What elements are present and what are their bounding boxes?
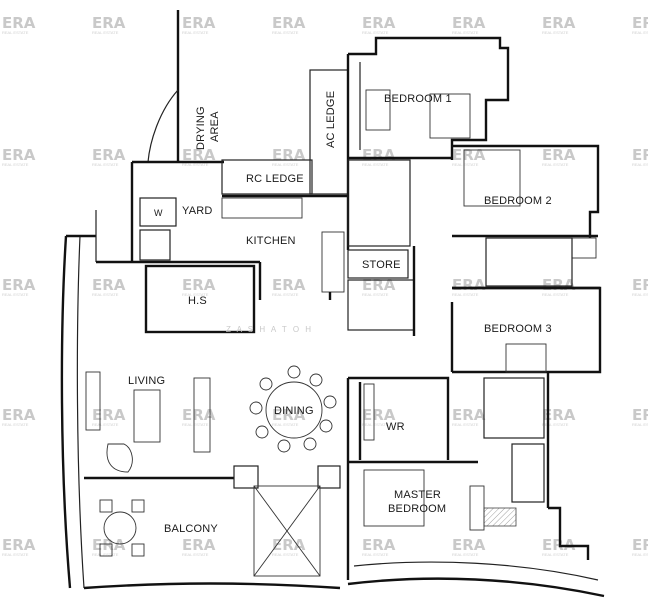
era-watermark-tagline: REAL ESTATE: [632, 292, 648, 297]
era-watermark-tagline: REAL ESTATE: [272, 162, 299, 167]
era-watermark: ERA: [2, 14, 36, 32]
era-watermark: ERA: [362, 14, 396, 32]
era-watermark-tagline: REAL ESTATE: [632, 422, 648, 427]
era-watermark-tagline: REAL ESTATE: [632, 162, 648, 167]
era-watermark: ERA: [632, 14, 648, 32]
era-watermark: ERA: [2, 536, 36, 554]
era-watermark-tagline: REAL ESTATE: [92, 422, 119, 427]
era-watermark: ERA: [452, 536, 486, 554]
era-watermark: ERA: [362, 406, 396, 424]
era-watermark-tagline: REAL ESTATE: [362, 30, 389, 35]
era-watermark-tagline: REAL ESTATE: [362, 422, 389, 427]
era-watermark: ERA: [542, 406, 576, 424]
era-watermark-tagline: REAL ESTATE: [452, 552, 479, 557]
label-ac-ledge: AC LEDGE: [325, 91, 337, 148]
era-watermark-tagline: REAL ESTATE: [2, 422, 29, 427]
era-watermark-tagline: REAL ESTATE: [362, 292, 389, 297]
era-watermark: ERA: [2, 146, 36, 164]
era-watermark: ERA: [182, 536, 216, 554]
era-watermark: ERA: [182, 14, 216, 32]
label-hs: H.S: [188, 295, 207, 307]
era-watermark-tagline: REAL ESTATE: [362, 162, 389, 167]
era-watermark-tagline: REAL ESTATE: [632, 552, 648, 557]
era-watermark: ERA: [2, 406, 36, 424]
era-watermark-tagline: REAL ESTATE: [92, 162, 119, 167]
era-watermark-tagline: REAL ESTATE: [92, 292, 119, 297]
era-watermark-tagline: REAL ESTATE: [92, 30, 119, 35]
era-watermark-tagline: REAL ESTATE: [182, 292, 209, 297]
era-watermark: ERA: [272, 14, 306, 32]
era-watermark-tagline: REAL ESTATE: [362, 552, 389, 557]
era-watermark: ERA: [632, 276, 648, 294]
era-watermark: ERA: [2, 276, 36, 294]
era-watermark: ERA: [542, 276, 576, 294]
era-watermark: ERA: [92, 276, 126, 294]
label-yard: YARD: [182, 205, 213, 217]
era-watermark-tagline: REAL ESTATE: [542, 422, 569, 427]
era-watermark-tagline: REAL ESTATE: [452, 30, 479, 35]
era-watermark-tagline: REAL ESTATE: [182, 422, 209, 427]
era-watermark: ERA: [272, 276, 306, 294]
era-watermark-tagline: REAL ESTATE: [272, 292, 299, 297]
era-watermark-tagline: REAL ESTATE: [272, 30, 299, 35]
era-watermark-tagline: REAL ESTATE: [272, 422, 299, 427]
era-watermark-tagline: REAL ESTATE: [542, 30, 569, 35]
era-watermark-tagline: REAL ESTATE: [182, 552, 209, 557]
era-watermark-tagline: REAL ESTATE: [2, 30, 29, 35]
era-watermark-tagline: REAL ESTATE: [452, 292, 479, 297]
era-watermark: ERA: [452, 14, 486, 32]
era-watermark-tagline: REAL ESTATE: [452, 162, 479, 167]
era-watermark: ERA: [452, 406, 486, 424]
era-watermark: ERA: [542, 14, 576, 32]
era-watermark-tagline: REAL ESTATE: [632, 30, 648, 35]
label-master-line-2: BEDROOM: [388, 503, 446, 515]
era-watermark: ERA: [542, 146, 576, 164]
label-wr: WR: [386, 421, 405, 433]
era-watermark-tagline: REAL ESTATE: [542, 162, 569, 167]
label-balcony: BALCONY: [164, 523, 218, 535]
label-store: STORE: [362, 259, 401, 271]
label-dining: DINING: [274, 405, 314, 417]
era-watermark-tagline: REAL ESTATE: [452, 422, 479, 427]
label-rc-ledge: RC LEDGE: [246, 173, 304, 185]
era-watermark-tagline: REAL ESTATE: [2, 292, 29, 297]
label-living: LIVING: [128, 375, 165, 387]
era-watermark-tagline: REAL ESTATE: [272, 552, 299, 557]
era-watermark: ERA: [632, 406, 648, 424]
era-watermark: ERA: [182, 276, 216, 294]
era-watermark-tagline: REAL ESTATE: [542, 292, 569, 297]
label-drying-line-2: AREA: [209, 111, 221, 142]
era-watermark: ERA: [362, 536, 396, 554]
era-watermark: ERA: [452, 276, 486, 294]
label-bedroom-1: BEDROOM 1: [384, 93, 452, 105]
era-watermark-tagline: REAL ESTATE: [2, 552, 29, 557]
label-bedroom-3: BEDROOM 3: [484, 323, 552, 335]
era-watermark-tagline: REAL ESTATE: [2, 162, 29, 167]
era-watermark: ERA: [632, 536, 648, 554]
label-drying-line-1: DRYING: [195, 106, 207, 150]
dining-table: [249, 365, 337, 453]
balcony-table: [99, 499, 145, 557]
era-watermark: ERA: [272, 406, 306, 424]
era-watermark-tagline: REAL ESTATE: [182, 162, 209, 167]
era-watermark: ERA: [182, 406, 216, 424]
era-watermark-tagline: REAL ESTATE: [92, 552, 119, 557]
label-kitchen: KITCHEN: [246, 235, 296, 247]
era-watermark-tagline: REAL ESTATE: [182, 30, 209, 35]
era-watermark: ERA: [452, 146, 486, 164]
era-watermark: ERA: [92, 146, 126, 164]
label-washer: W: [154, 208, 163, 218]
era-watermark-tagline: REAL ESTATE: [542, 552, 569, 557]
era-watermark: ERA: [632, 146, 648, 164]
watermark-center-text: Z A S H A T O H: [226, 325, 313, 334]
label-master-line-1: MASTER: [394, 489, 441, 501]
label-bedroom-2: BEDROOM 2: [484, 195, 552, 207]
room-labels: BEDROOM 1 BEDROOM 2 BEDROOM 3 MASTER BED…: [128, 91, 552, 535]
walls: [60, 10, 605, 598]
era-watermark: ERA: [182, 146, 216, 164]
era-watermark: ERA: [92, 14, 126, 32]
